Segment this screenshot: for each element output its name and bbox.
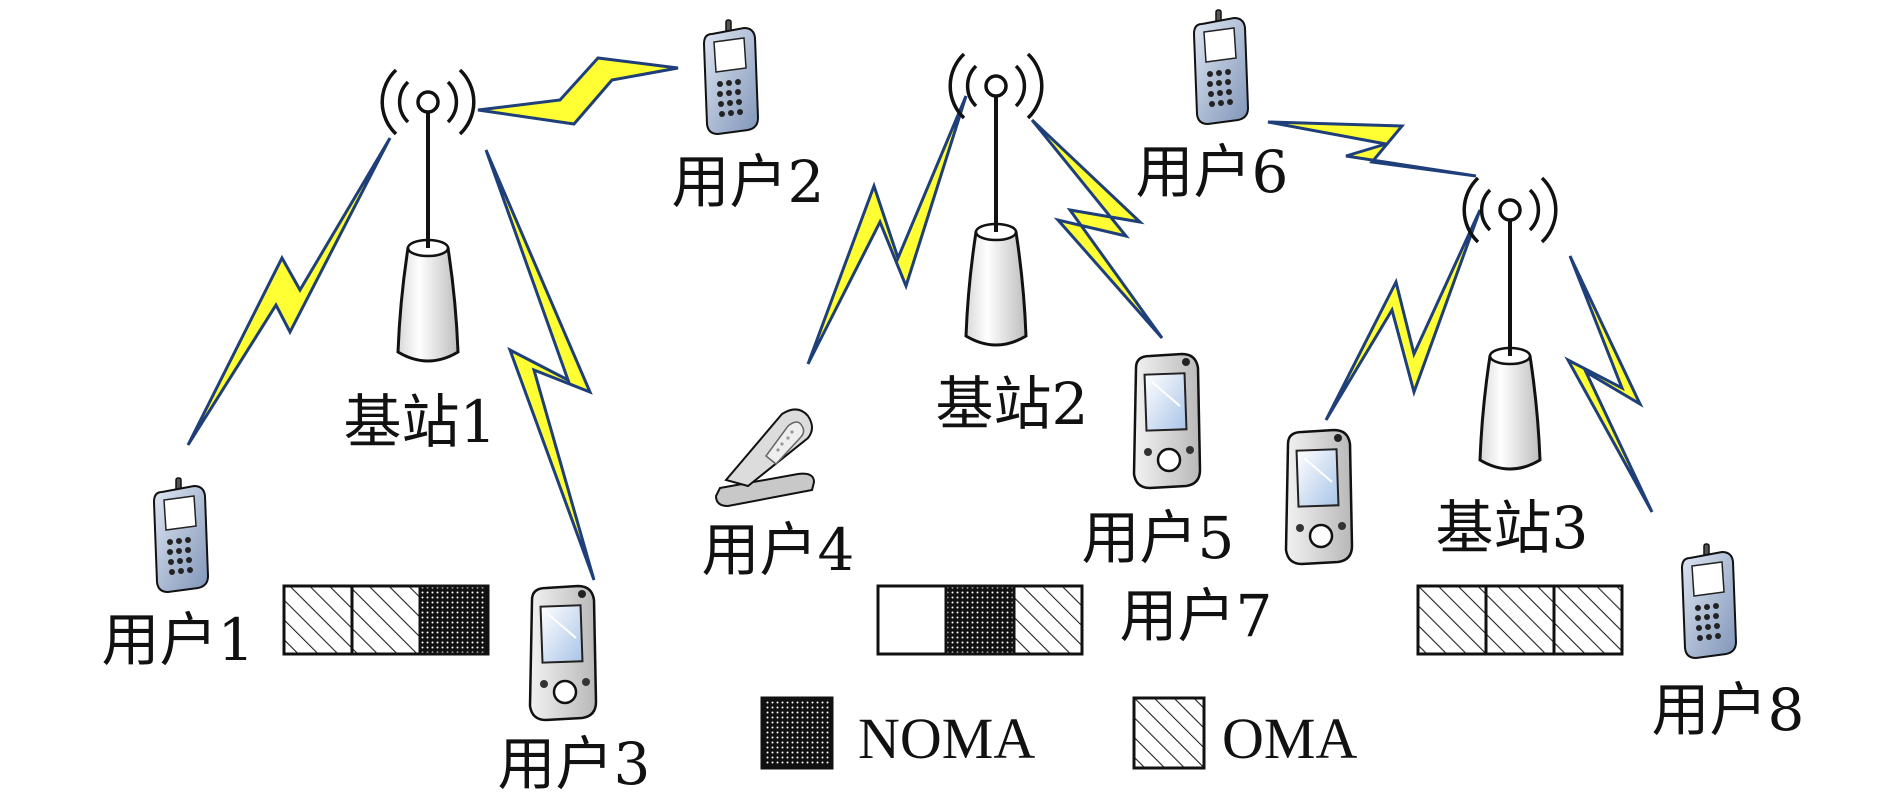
oma-slot: [1416, 584, 1488, 656]
bar-phone-icon: [1193, 9, 1249, 125]
user-8[interactable]: 用户8: [1652, 543, 1805, 744]
oma-slot: [1012, 584, 1084, 656]
bar-phone-icon: [153, 477, 209, 593]
pda-phone-icon: [528, 584, 598, 722]
wireless-links: [186, 56, 1654, 581]
oma-slot: [1552, 584, 1624, 656]
noma-legend-swatch: [760, 696, 834, 770]
noma-legend-label: NOMA: [858, 706, 1035, 771]
link-bs1-user2: [477, 56, 679, 126]
resource-block-bs3: [1416, 584, 1624, 656]
resource-block-bs2: [876, 584, 1084, 656]
base-station-2[interactable]: 基站2: [936, 52, 1089, 438]
link-bs1-user1: [186, 137, 392, 446]
oma-slot: [1484, 584, 1556, 656]
link-bs3-user7: [1324, 209, 1482, 421]
oma-legend-swatch: [1132, 696, 1206, 770]
noma-slot: [944, 584, 1016, 656]
legend: NOMA OMA: [760, 696, 1357, 771]
base-station-label: 基站3: [1436, 494, 1589, 562]
user-6[interactable]: 用户6: [1136, 9, 1289, 206]
user-2[interactable]: 用户2: [672, 19, 825, 216]
bar-phone-icon: [1681, 543, 1737, 659]
link-bs2-user4: [806, 95, 968, 365]
oma-slot: [282, 584, 354, 656]
base-station-label: 基站2: [936, 370, 1089, 438]
base-station-1[interactable]: 基站1: [344, 68, 497, 456]
user-label: 用户5: [1082, 504, 1235, 572]
pda-phone-icon: [1132, 352, 1202, 490]
user-label: 用户4: [702, 516, 855, 584]
flip-phone-icon: [715, 408, 815, 507]
user-label: 用户7: [1120, 582, 1273, 650]
base-station-label: 基站1: [344, 388, 497, 456]
user-label: 用户6: [1136, 138, 1289, 206]
link-bs3-user6: [1267, 120, 1477, 178]
antenna-tower-icon: [1462, 176, 1558, 471]
user-3[interactable]: 用户3: [498, 584, 651, 798]
link-bs1-user3: [484, 149, 596, 581]
antenna-tower-icon: [380, 68, 476, 363]
link-bs3-user8: [1564, 255, 1654, 513]
empty-slot: [876, 584, 948, 656]
noma-slot: [418, 584, 490, 656]
user-label: 用户1: [102, 606, 255, 674]
user-label: 用户8: [1652, 676, 1805, 744]
link-bs2-user5: [1030, 118, 1164, 339]
user-7[interactable]: 用户7: [1120, 428, 1354, 650]
base-station-3[interactable]: 基站3: [1436, 176, 1589, 562]
user-4[interactable]: 用户4: [702, 408, 855, 584]
bar-phone-icon: [703, 19, 759, 135]
user-5[interactable]: 用户5: [1082, 352, 1235, 572]
oma-legend-label: OMA: [1222, 706, 1357, 771]
user-1[interactable]: 用户1: [102, 477, 255, 674]
oma-slot: [350, 584, 422, 656]
resource-block-bs1: [282, 584, 490, 656]
pda-phone-icon: [1284, 428, 1354, 566]
user-label: 用户3: [498, 730, 651, 798]
user-label: 用户2: [672, 148, 825, 216]
